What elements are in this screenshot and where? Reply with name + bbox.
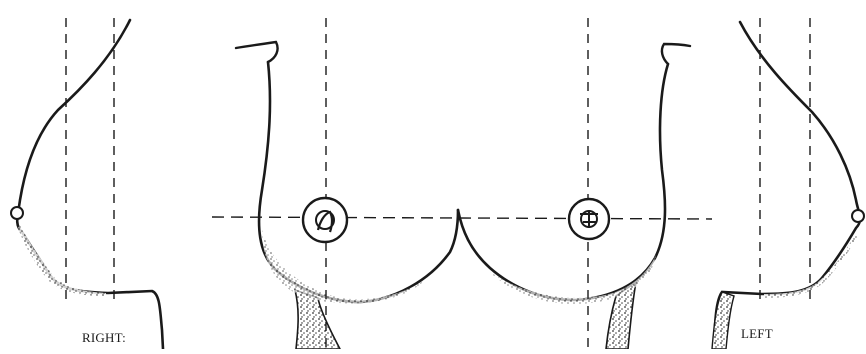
right-side-label: RIGHT:	[82, 330, 126, 346]
left-profile-nipple	[852, 210, 864, 222]
front-view	[212, 18, 712, 349]
front-nipple-right	[303, 198, 347, 242]
front-breast-right-shading	[262, 230, 425, 303]
left-profile-view	[712, 18, 864, 349]
front-left-shoulder	[236, 42, 278, 62]
front-right-shoulder	[662, 44, 690, 64]
left-side-label: LEFT	[741, 326, 773, 342]
right-profile-outline	[17, 20, 163, 349]
right-profile-view	[11, 18, 163, 349]
left-profile-shading	[764, 232, 858, 298]
front-nipple-left	[569, 199, 609, 239]
left-profile-torso	[712, 292, 734, 349]
front-horizontal-guide-line	[212, 217, 712, 219]
left-profile-outline	[714, 22, 860, 349]
front-breast-left-outline	[458, 64, 668, 300]
front-breast-right-outline	[259, 62, 458, 302]
right-profile-nipple	[11, 207, 23, 219]
right-profile-shading	[18, 225, 106, 296]
